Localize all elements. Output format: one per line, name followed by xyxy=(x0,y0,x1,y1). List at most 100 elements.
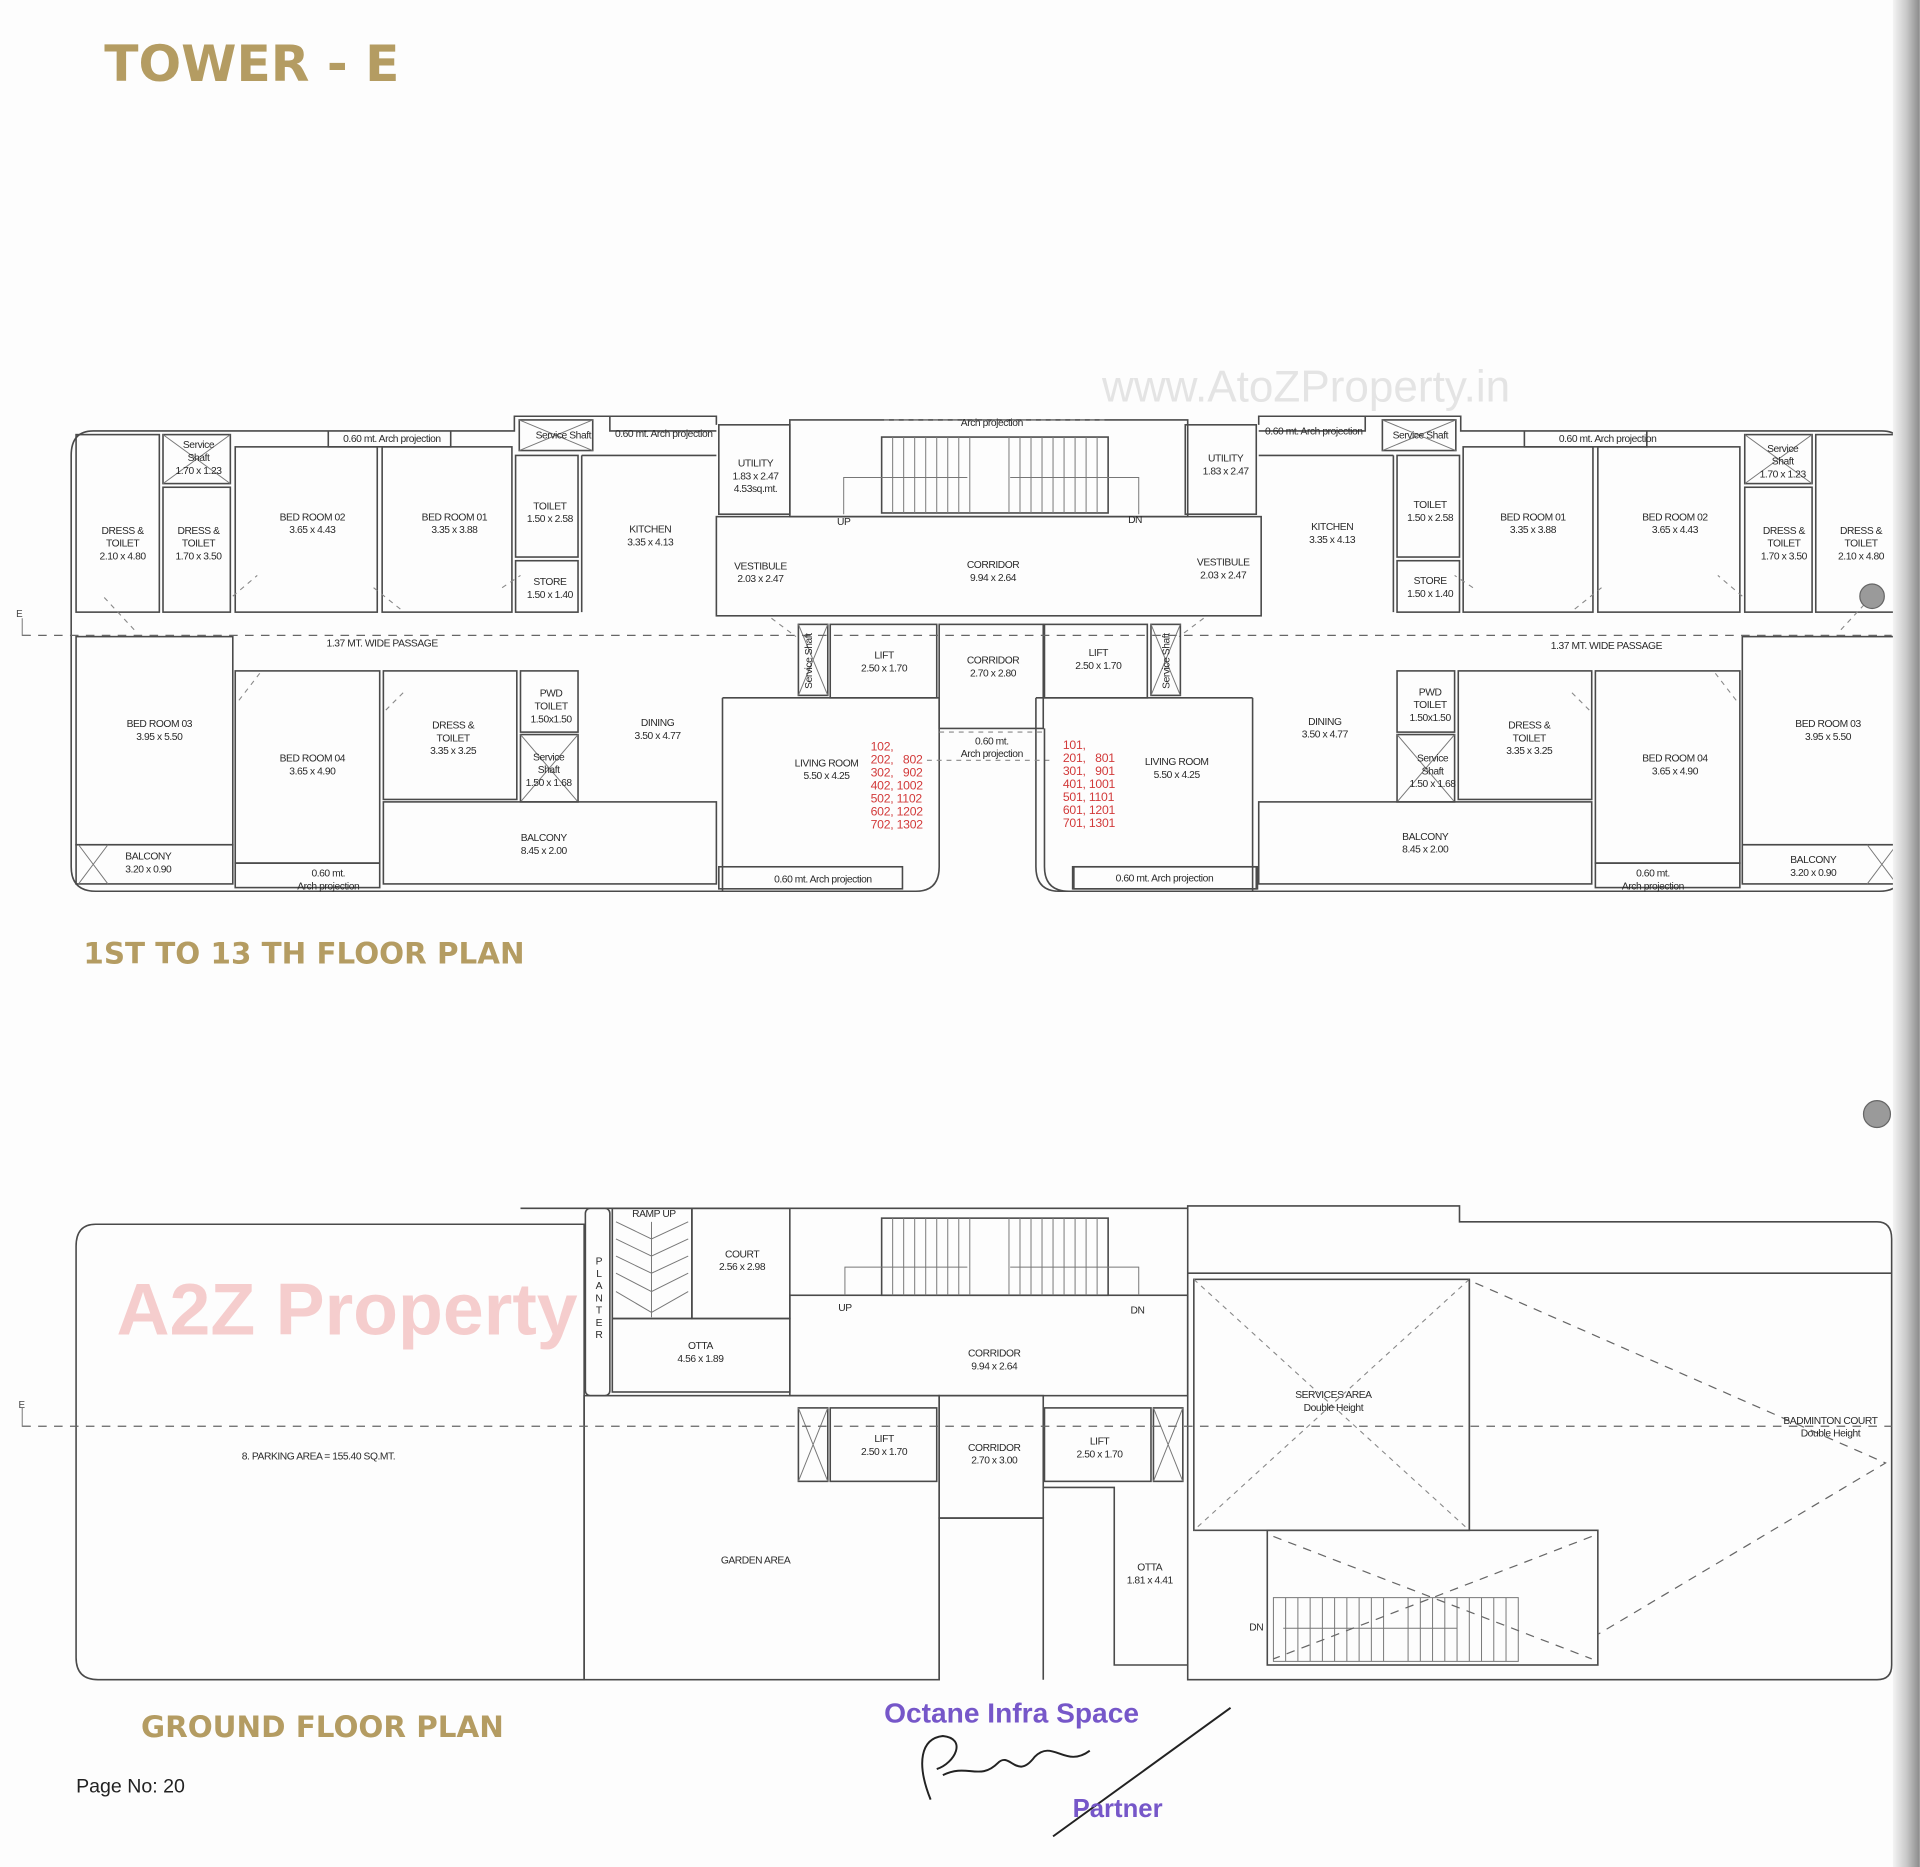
room-label-line: TOILET xyxy=(106,539,140,550)
room-label-line: STORE xyxy=(533,577,567,588)
room-label-line: Service Shaft xyxy=(804,633,815,689)
room-label-line: 2.56 x 2.98 xyxy=(719,1262,766,1273)
room-label: 0.60 mt.Arch projection xyxy=(297,869,360,893)
room-label-line: BADMINTON COURT xyxy=(1783,1416,1878,1427)
room-label-line: DRESS & xyxy=(1840,526,1883,537)
room-label-line: DN xyxy=(1131,1306,1145,1317)
room-label: LIVING ROOM 5.50 x 4.25 xyxy=(795,758,859,782)
room-label-line: T xyxy=(596,1306,603,1317)
room-label-line: RAMP UP xyxy=(632,1209,676,1220)
room-label-line: 0.60 mt. Arch projection xyxy=(343,434,441,445)
room-label-line: DRESS & xyxy=(177,526,220,537)
room-label-line: 1.37 MT. WIDE PASSAGE xyxy=(327,638,439,649)
room-label-line: Double Height xyxy=(1801,1429,1861,1440)
room-label-line: 8. PARKING AREA = 155.40 SQ.MT. xyxy=(242,1451,395,1462)
unit-number: 502, 1102 xyxy=(871,791,923,805)
room-label-line: TOILET xyxy=(182,539,216,550)
room-label: DN xyxy=(1249,1623,1263,1634)
typical-floor-caption: 1ST TO 13 TH FLOOR PLAN xyxy=(83,936,524,970)
room-label-line: Arch projection xyxy=(961,418,1024,429)
room-label-line: 1.50x1.50 xyxy=(1409,713,1451,724)
room-label: 8. PARKING AREA = 155.40 SQ.MT. xyxy=(242,1451,395,1462)
room-label-line: 1.50x1.50 xyxy=(530,714,572,725)
room-label-line: CORRIDOR xyxy=(967,560,1019,571)
room-label: COURT 2.56 x 2.98 xyxy=(719,1249,766,1273)
room-label: 0.60 mt.Arch projection xyxy=(1622,869,1685,893)
room-label-line: Service xyxy=(1417,753,1449,764)
room-label-line: BALCONY xyxy=(125,851,172,862)
room-label-line: 3.50 x 4.77 xyxy=(1302,730,1349,741)
room-label-line: 0.60 mt. Arch projection xyxy=(615,429,713,440)
room-label-line: Service xyxy=(533,752,565,763)
room-label: Service Shaft xyxy=(1393,430,1449,441)
page-number: Page No: 20 xyxy=(76,1775,185,1797)
room-label-line: 0.60 mt. Arch projection xyxy=(1265,427,1363,438)
room-label-line: PWD xyxy=(540,689,563,700)
room-label-line: LIVING ROOM xyxy=(795,758,859,769)
room-label-line: 3.95 x 5.50 xyxy=(136,732,183,743)
room-label: 1.37 MT. WIDE PASSAGE xyxy=(327,638,439,649)
room-label-line: OTTA xyxy=(688,1341,713,1352)
room-label: GARDEN AREA xyxy=(721,1555,791,1566)
room-label-line: VESTIBULE xyxy=(1197,558,1250,569)
room-label-line: 3.65 x 4.90 xyxy=(1652,766,1699,777)
room-label-line: 1.50 x 2.58 xyxy=(1407,513,1454,524)
room-label-line: P xyxy=(596,1257,603,1268)
room-label-line: Service xyxy=(1767,444,1799,455)
room-label-line: 0.60 mt. xyxy=(975,736,1009,747)
room-label-line: LIFT xyxy=(874,1434,895,1445)
room-label-line: 0.60 mt. xyxy=(311,869,345,880)
room-label-line: TOILET xyxy=(437,733,471,744)
room-label-line: N xyxy=(595,1293,602,1304)
room-label: 0.60 mt.Arch projection xyxy=(961,736,1024,760)
room-label-line: Shaft xyxy=(1422,766,1444,777)
room-label-line: COURT xyxy=(725,1249,760,1260)
room-label-line: TOILET xyxy=(533,501,567,512)
room-label-line: 1.50 x 1.68 xyxy=(1410,779,1457,790)
room-label-line: GARDEN AREA xyxy=(721,1555,791,1566)
room-label: BADMINTON COURT Double Height xyxy=(1783,1416,1878,1440)
room-label-line: 1.50 x 1.68 xyxy=(526,778,573,789)
room-label-line: TOILET xyxy=(1767,539,1801,550)
room-label: 0.60 mt. Arch projection xyxy=(1265,427,1363,438)
room-label-line: BED ROOM 04 xyxy=(280,753,346,764)
room-label-line: 3.35 x 3.88 xyxy=(1510,525,1557,536)
room-label-line: BED ROOM 04 xyxy=(1642,753,1708,764)
room-label-line: DRESS & xyxy=(1763,526,1806,537)
room-label-line: Arch projection xyxy=(297,881,360,892)
signature xyxy=(921,1707,1232,1838)
room-label-line: BALCONY xyxy=(1790,855,1837,866)
room-label-line: 1.50 x 1.40 xyxy=(1407,589,1454,600)
room-label-line: 3.65 x 4.43 xyxy=(1652,525,1699,536)
watermark-logo: A2Z Property xyxy=(116,1268,577,1350)
room-label-line: 5.50 x 4.25 xyxy=(804,771,851,782)
room-label-line: TOILET xyxy=(1513,733,1547,744)
room-label-line: DN xyxy=(1249,1623,1263,1634)
room-label: Arch projection xyxy=(961,418,1024,429)
room-label-line: 3.35 x 4.13 xyxy=(627,537,674,548)
room-label-line: BED ROOM 02 xyxy=(1642,512,1708,523)
room-label-line: UP xyxy=(837,517,851,528)
room-label: 0.60 mt. Arch projection xyxy=(343,434,441,445)
